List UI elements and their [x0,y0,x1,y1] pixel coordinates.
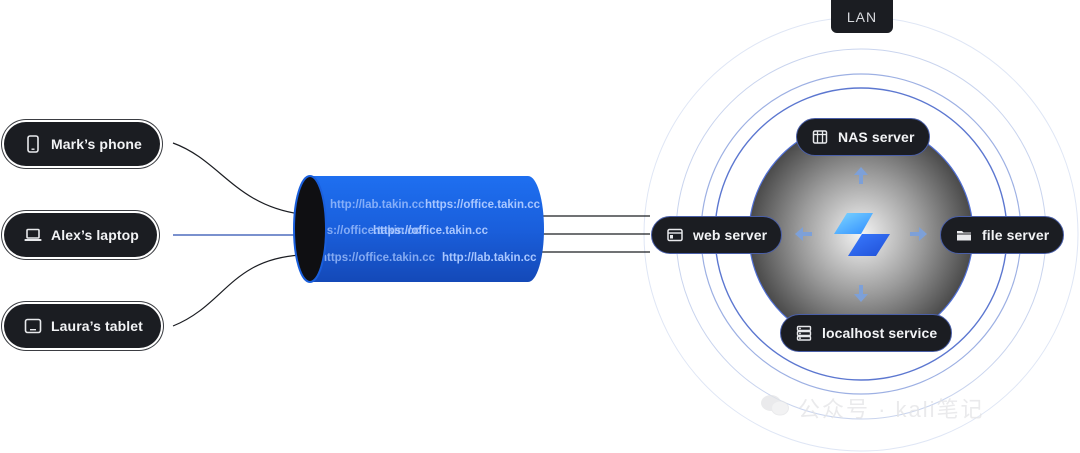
device-laptop[interactable]: Alex’s laptop [4,213,157,257]
arrow-down-icon [854,285,868,302]
browser-window-icon [666,226,684,244]
watermark-text: 公众号 · kali笔记 [798,397,985,422]
server-rack-icon [811,128,829,146]
hub-arrows [795,167,927,302]
folder-icon [955,226,973,244]
tunnel-url: http://lab.takin.cc [330,199,425,211]
tunnel-url: https://office.takin.cc [305,225,421,237]
tunnel-cylinder: http://lab.takin.cc https://office.takin… [293,175,544,283]
lightning-logo-icon [834,213,890,256]
service-nas[interactable]: NAS server [796,118,930,156]
watermark: 公众号 · kali笔记 [760,392,985,424]
service-label: web server [693,227,768,243]
tablet-icon [24,317,42,335]
device-tablet[interactable]: Laura’s tablet [4,304,161,348]
service-localhost[interactable]: localhost service [780,314,953,352]
tunnel-url: https://office.takin.cc [373,225,489,237]
service-file[interactable]: file server [940,216,1065,254]
service-label: localhost service [822,325,938,341]
tunnel-url: http://lab.takin.cc [442,252,537,264]
device-label: Mark’s phone [51,136,142,152]
arrow-left-icon [795,227,812,241]
tunnel-body [310,176,544,282]
server-stack-icon [795,324,813,342]
lan-label: LAN [831,0,893,33]
tunnel-to-lan-lines [540,215,650,253]
phone-icon [24,135,42,153]
connector-phone [172,142,301,215]
arrow-right-icon [910,227,927,241]
arrow-up-icon [854,167,868,184]
service-label: NAS server [838,129,915,145]
connector-tablet [172,254,301,327]
device-label: Alex’s laptop [51,227,139,243]
tunnel-mouth [293,175,327,283]
device-connectors [172,142,301,327]
wechat-icon [760,392,790,424]
device-label: Laura’s tablet [51,318,143,334]
service-label: file server [982,227,1050,243]
laptop-icon [24,226,42,244]
service-web[interactable]: web server [651,216,783,254]
device-phone[interactable]: Mark’s phone [4,122,160,166]
tunnel-url: https://office.takin.cc [425,199,541,211]
tunnel-url: https://office.takin.cc [320,252,436,264]
